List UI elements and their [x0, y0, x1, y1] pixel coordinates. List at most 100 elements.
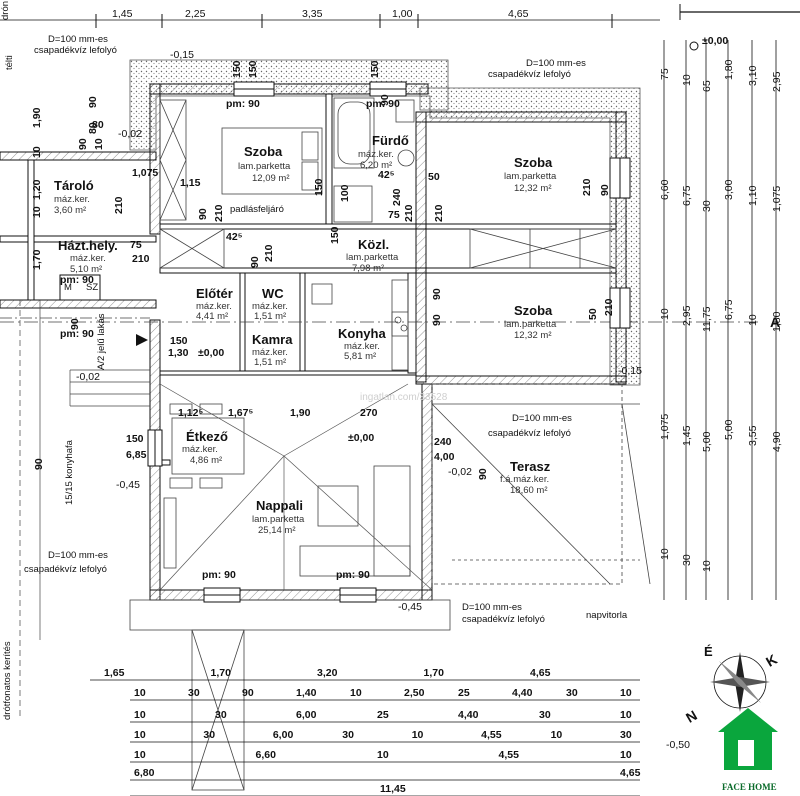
bed [221, 127, 323, 195]
gutter-note-1b: csapadékvíz lefolyó [34, 45, 117, 56]
pm-label-6: pm: 90 [60, 274, 94, 286]
right-dim-label: 6,60 [659, 179, 671, 200]
room-haztely-name: Házt.hely. [58, 238, 118, 253]
room-eloter-name: Előtér [196, 286, 233, 301]
bottom-dim-label: 30 [215, 709, 227, 721]
bottom-dim-label: 4,40 [512, 687, 533, 699]
interior-dim-label: 150 [126, 433, 144, 445]
right-dim-label: 1,80 [723, 59, 735, 80]
bottom-dim-label: 90 [242, 687, 254, 699]
right-dim-label: 3,00 [723, 179, 735, 200]
interior-dim-label: 90 [87, 96, 99, 108]
level-top: ±0,00 [702, 35, 728, 47]
room-furdo-floor: máz.ker. [358, 149, 394, 160]
room-kamra-floor: máz.ker. [252, 347, 288, 358]
room-kamra-area: 1,51 m² [254, 357, 286, 368]
room-tarolo-floor: máz.ker. [54, 194, 90, 205]
right-dim-label: 65 [701, 80, 713, 92]
interior-dim-label: 90 [599, 184, 611, 196]
pm-label-3: pm: 90 [202, 569, 236, 581]
top-dim-4: 1,00 [392, 8, 413, 20]
bottom-dim-label: 30 [342, 729, 354, 741]
room-etkezo-name: Étkező [186, 429, 228, 444]
interior-dim-label: 210 [581, 178, 593, 196]
interior-dim-label: 1,90 [290, 407, 311, 419]
right-dim-label: 1,075 [659, 414, 671, 440]
bottom-dim-label: 30 [620, 729, 632, 741]
interior-dim-label: 100 [339, 184, 351, 202]
room-eloter-area: 4,41 m² [196, 311, 228, 322]
gutter-note-4a: D=100 mm-es [48, 550, 108, 561]
bottom-dim-label: 1,40 [296, 687, 317, 699]
telt-note: télti [4, 55, 15, 70]
interior-dim-label: 42⁵ [226, 231, 243, 243]
level-m015-b: -0,15 [618, 365, 642, 377]
interior-dim-label: 210 [263, 244, 275, 262]
right-dim-label: 11,75 [701, 306, 713, 332]
dron-note: drón [0, 1, 11, 20]
room-wc-floor: máz.ker. [252, 301, 288, 312]
right-dim-label: 1,45 [681, 425, 693, 446]
kitchen-counter [311, 279, 409, 371]
bottom-dim-label: 3,20 [317, 667, 338, 679]
right-dim-label: 2,95 [771, 71, 783, 92]
section-marker: A [770, 314, 780, 330]
watermark-text: ingatlan.com/33528 [360, 392, 448, 403]
interior-dim-label: 1,20 [31, 179, 43, 200]
face-home-logo: FACE HOME [718, 708, 778, 792]
interior-dim-label: 270 [360, 407, 378, 419]
attic-hatch-note: padlásfeljáró [230, 204, 284, 215]
bottom-dim-label: 10 [620, 687, 632, 699]
right-dim-label: 3,10 [747, 65, 759, 86]
right-dimension-lines [663, 40, 777, 600]
gutter-note-3a: D=100 mm-es [512, 413, 572, 424]
bottom-dim-label: 4,65 [620, 767, 641, 779]
interior-dim-label: 1,12⁵ [178, 407, 203, 419]
right-dim-label: 1,80 [771, 311, 783, 332]
terrace [431, 383, 651, 585]
interior-dim-label: 50 [587, 308, 599, 320]
bottom-dim-label: 30 [203, 729, 215, 741]
pm-label-1: pm: 90 [226, 98, 260, 110]
room-labels: Szoba lam.parketta 12,09 m² Fürdő máz.ke… [54, 133, 557, 536]
interior-dim-label: 90 [477, 468, 489, 480]
interior-dim-label: 150 [329, 226, 341, 244]
right-dim-label: 3,55 [747, 425, 759, 446]
bottom-dim-label: 11,45 [380, 783, 406, 795]
bottom-dim-label: 10 [412, 729, 424, 741]
room-nappali-floor: lam.parketta [252, 514, 305, 525]
level-m045-b: -0,45 [398, 601, 422, 613]
interior-dim-label: 90 [431, 314, 443, 326]
interior-dim-label: 90 [77, 138, 89, 150]
windows [147, 81, 631, 603]
room-etkezo-floor: máz.ker. [182, 444, 218, 455]
level-m002-c: -0,02 [448, 466, 472, 478]
interior-dim-label: 50 [428, 171, 440, 183]
bottom-dim-label: 10 [350, 687, 362, 699]
right-dim-label: 30 [701, 200, 713, 212]
bottom-dim-label: 6,00 [273, 729, 294, 741]
dining-table [169, 403, 245, 489]
bottom-dim-label: 6,60 [256, 749, 277, 761]
interior-dim-label: 90 [249, 256, 261, 268]
compass-k: K [763, 651, 780, 670]
pm-label-2: pm: 90 [366, 98, 400, 110]
bottom-dim-label: 10 [134, 749, 146, 761]
top-dim-3: 3,35 [302, 8, 323, 20]
room-nappali-name: Nappali [256, 498, 303, 513]
room-szoba2-name: Szoba [514, 155, 553, 170]
exterior-walls [0, 83, 627, 601]
bottom-dim-label: 1,65 [104, 667, 125, 679]
bottom-dim-label: 10 [620, 749, 632, 761]
entry-arrow-icon [136, 334, 148, 346]
interior-dim-label: 150 [247, 60, 259, 78]
interior-dim-label: 90 [33, 458, 45, 470]
room-szoba3-name: Szoba [514, 303, 553, 318]
room-haztely-floor: máz.ker. [70, 253, 106, 264]
interior-dim-label: 10 [93, 138, 105, 150]
room-konyha-area: 5,81 m² [344, 351, 376, 362]
room-eloter-floor: máz.ker. [196, 301, 232, 312]
right-dim-label: 2,95 [681, 305, 693, 326]
